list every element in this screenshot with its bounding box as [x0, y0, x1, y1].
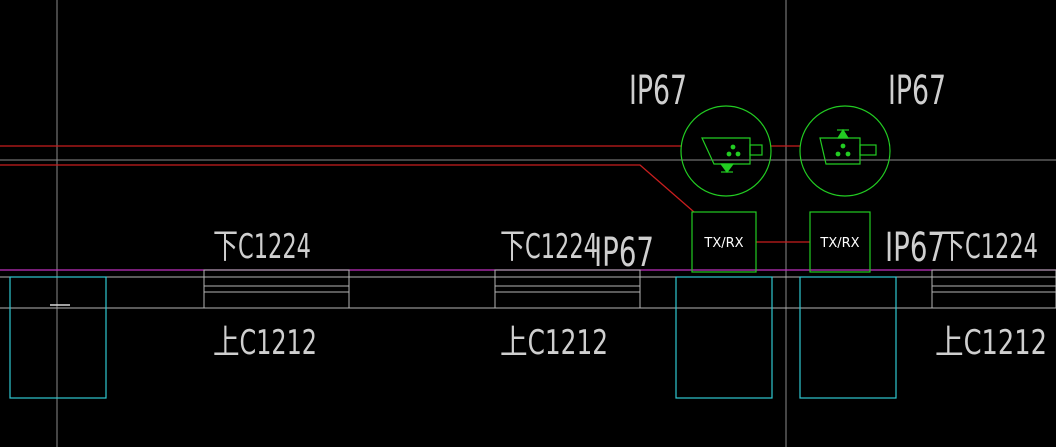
ip-rating-label: IP67: [885, 225, 945, 271]
window-label-lower: 下C1224: [500, 227, 598, 267]
camera-device-1[interactable]: [680, 105, 772, 197]
window-label-lower: 下C1224: [940, 227, 1038, 267]
window-symbol-3: [931, 269, 1056, 309]
window-symbol-2: [494, 269, 641, 309]
camera-coverage-circle: [799, 105, 891, 197]
column-left: [9, 276, 107, 399]
column-center-left: [675, 276, 773, 399]
txrx-label: TX/RX: [703, 236, 743, 251]
window-label-upper: 上C1212: [935, 323, 1047, 363]
ip-rating-label: IP67: [594, 230, 654, 276]
txrx-box-1[interactable]: TX/RX: [691, 211, 757, 273]
camera-icon: [819, 128, 877, 165]
ip-rating-label: IP67: [629, 68, 687, 114]
camera-device-2[interactable]: [799, 105, 891, 197]
ip-rating-label: IP67: [888, 68, 946, 114]
window-label-upper: 上C1212: [500, 323, 608, 363]
txrx-box-2[interactable]: TX/RX: [809, 211, 871, 273]
window-label-upper: 上C1212: [213, 323, 317, 363]
txrx-label: TX/RX: [819, 236, 859, 251]
window-label-lower: 下C1224: [213, 227, 311, 267]
camera-icon: [701, 137, 763, 173]
cable-line-bottom: [0, 164, 695, 213]
camera-coverage-circle: [680, 105, 772, 197]
column-center-right: [799, 276, 897, 399]
window-symbol-1: [203, 269, 350, 309]
